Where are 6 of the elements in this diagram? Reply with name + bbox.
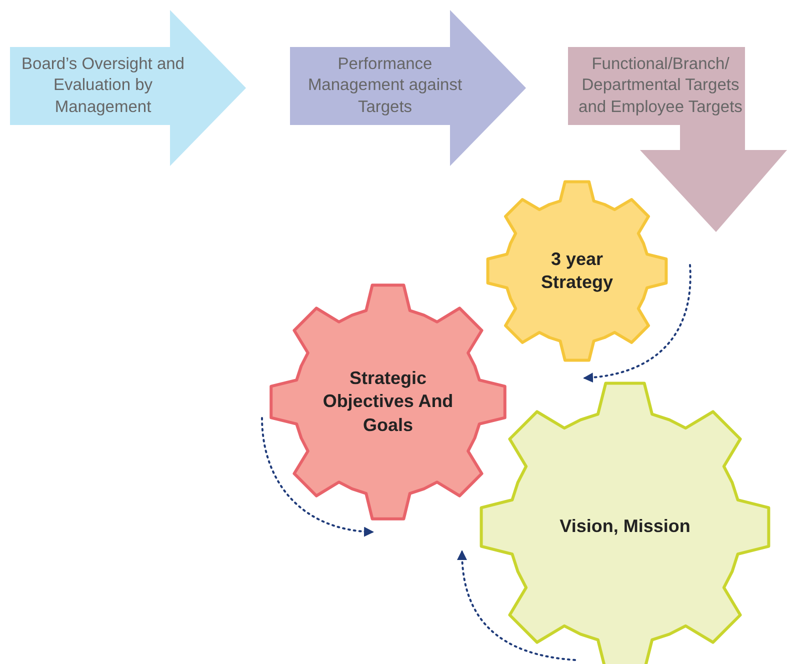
gear-label: Strategic Objectives And Goals [322, 366, 454, 437]
arrow-label: Board’s Oversight and Evaluation by Management [20, 54, 186, 118]
gear-label: 3 year Strategy [540, 248, 614, 294]
arrow-label: Functional/Branch/ Departmental Targets and Employee Targets [578, 54, 744, 118]
gear-label: Vision, Mission [560, 515, 690, 538]
arrow-label: Performance Management against Targets [306, 54, 464, 118]
